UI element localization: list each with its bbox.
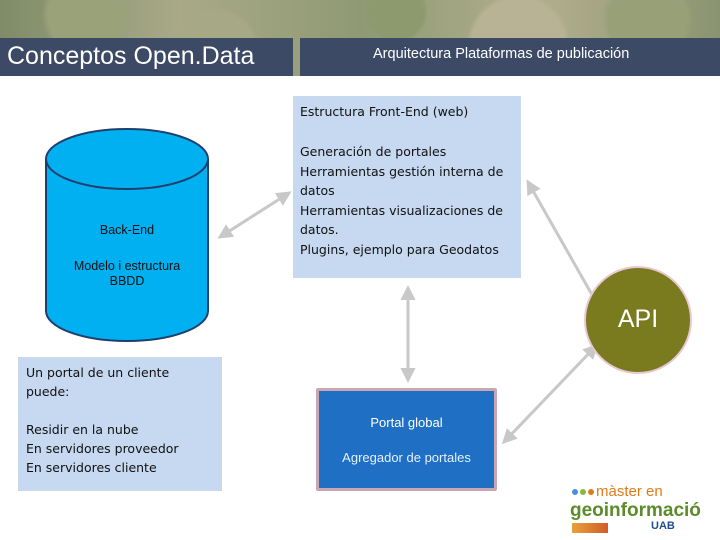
- database-label: Back-End: [99, 223, 155, 237]
- api-circle: [584, 266, 692, 374]
- frontend-heading: Estructura Front-End (web): [300, 104, 469, 119]
- frontend-item: Generación de portales: [300, 144, 447, 159]
- frontend-items: Generación de portales Herramientas gest…: [300, 142, 518, 259]
- page-title: Conceptos Open.Data: [7, 42, 255, 70]
- client-items: Residir en la nube En servidores proveed…: [26, 420, 220, 477]
- frontend-textbox: Estructura Front-End (web) Generación de…: [293, 96, 521, 278]
- logo-line1: màster en: [596, 483, 663, 500]
- master-geoinformacio-logo: màster en geoinformació UAB: [566, 478, 716, 538]
- database-sublabel-line2: BBDD: [109, 274, 145, 288]
- database-cylinder: [45, 128, 209, 342]
- icgc-logo-icon: [572, 523, 608, 533]
- frontend-item: Herramientas visualizaciones de datos.: [300, 202, 503, 238]
- portal-title: Portal global: [370, 415, 443, 430]
- logo-partner: UAB: [651, 520, 675, 532]
- api-label: API: [617, 305, 659, 333]
- arrow-portal-api: [501, 343, 599, 445]
- page-subtitle: Arquitectura Plataformas de publicación: [373, 46, 630, 62]
- client-item: En servidores proveedor: [26, 441, 179, 456]
- portal-subtitle: Agregador de portales: [342, 450, 471, 465]
- logo-line1-row: màster en: [572, 483, 663, 500]
- client-item: En servidores cliente: [26, 460, 157, 475]
- subtitle-bar: [300, 38, 720, 76]
- arrow-db-frontend: [217, 191, 292, 239]
- title-bar: [0, 38, 293, 76]
- client-heading: Un portal de un cliente puede:: [26, 365, 170, 399]
- logo-line2: geoinformació: [570, 500, 701, 521]
- logo-dot-icon: [588, 489, 594, 496]
- logo-dot-icon: [580, 489, 586, 496]
- client-item: Residir en la nube: [26, 422, 139, 437]
- client-textbox: Un portal de un cliente puede: Residir e…: [18, 357, 222, 491]
- frontend-item: Herramientas gestión interna de datos: [300, 163, 504, 199]
- frontend-item: Plugins, ejemplo para Geodatos: [300, 241, 499, 257]
- portal-global-box: [316, 388, 497, 491]
- logo-dot-icon: [572, 489, 578, 496]
- database-sublabel-line1: Modelo i estructura: [73, 259, 181, 273]
